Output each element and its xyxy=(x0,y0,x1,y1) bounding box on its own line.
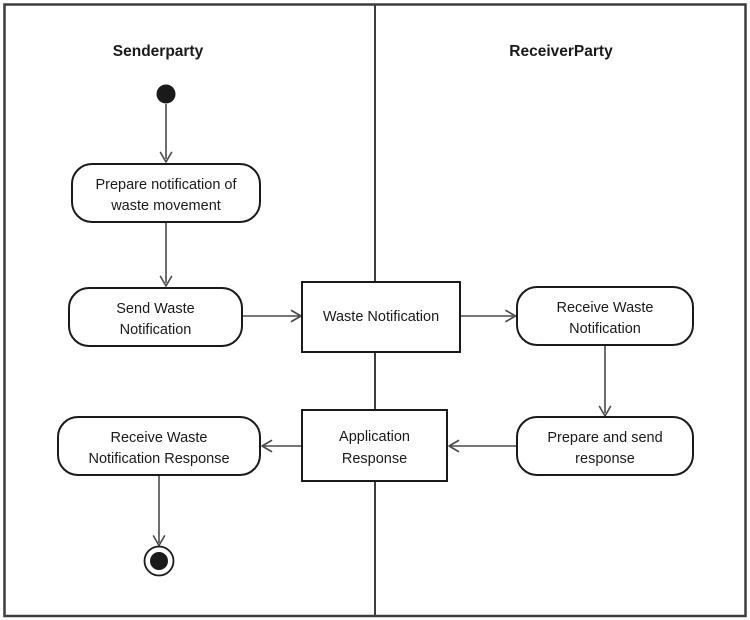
object-application-response: Application Response xyxy=(301,409,448,482)
edge-receive-response-to-final xyxy=(152,475,166,547)
activity-label: waste movement xyxy=(110,198,221,214)
activity-label: response xyxy=(575,451,635,467)
edge-prepare-notification-to-send-waste xyxy=(159,222,173,287)
edge-application-response-to-receive-response xyxy=(261,439,302,453)
activity-label: Notification xyxy=(569,321,641,337)
activity-label: Receive Waste xyxy=(111,430,208,446)
object-label: Application xyxy=(339,429,410,445)
activity-label: Prepare notification of xyxy=(95,177,237,193)
edge-prepare-response-to-application-response xyxy=(448,439,517,453)
activity-receive-waste-notification: Receive Waste Notification xyxy=(516,286,694,346)
activity-label: Send Waste xyxy=(116,301,194,317)
final-state-node xyxy=(143,545,175,577)
initial-state-node xyxy=(156,84,176,104)
activity-label: Prepare and send xyxy=(547,430,662,446)
activity-send-waste-notification: Send Waste Notification xyxy=(68,287,243,347)
lane-title-senderparty: Senderparty xyxy=(113,43,204,60)
object-waste-notification: Waste Notification xyxy=(301,281,461,353)
activity-label: Notification xyxy=(120,322,192,338)
lane-title-receiverparty: ReceiverParty xyxy=(509,43,613,60)
edge-initial-to-prepare-notification xyxy=(159,104,173,163)
activity-receive-waste-notification-response: Receive Waste Notification Response xyxy=(57,416,261,476)
object-label: Waste Notification xyxy=(323,309,439,325)
object-label: Response xyxy=(342,451,407,467)
activity-prepare-and-send-response: Prepare and send response xyxy=(516,416,694,476)
activity-prepare-notification: Prepare notification of waste movement xyxy=(71,163,261,223)
edge-waste-notification-to-receive-waste xyxy=(460,309,517,323)
activity-label: Receive Waste xyxy=(557,300,654,316)
activity-label: Notification Response xyxy=(88,451,229,467)
